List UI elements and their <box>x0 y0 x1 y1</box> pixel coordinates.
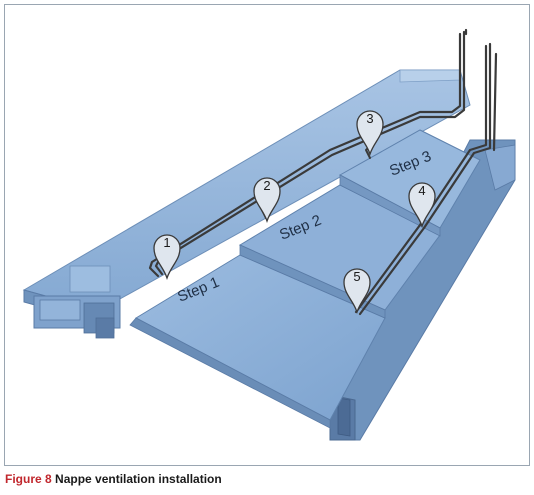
figure-caption: Figure 8 Nappe ventilation installation <box>5 472 222 486</box>
marker-3-number: 3 <box>366 111 373 126</box>
marker-3: 3 <box>356 110 384 157</box>
floor-step-2 <box>238 184 441 319</box>
figure-title: Nappe ventilation installation <box>55 472 222 486</box>
floor-step-3 <box>338 129 481 237</box>
left-end-block <box>33 265 121 339</box>
marker-5: 5 <box>343 268 371 315</box>
marker-4-number: 4 <box>418 183 425 198</box>
marker-1-number: 1 <box>163 235 170 250</box>
marker-1: 1 <box>153 234 181 281</box>
marker-4: 4 <box>408 182 436 229</box>
nappe-ventilation-diagram: Step 1 Step 2 Step 3 1 2 3 4 5 <box>22 28 516 441</box>
marker-2-number: 2 <box>263 178 270 193</box>
marker-5-number: 5 <box>353 269 360 284</box>
figure-label: Figure 8 <box>5 472 52 486</box>
marker-2: 2 <box>253 177 281 224</box>
